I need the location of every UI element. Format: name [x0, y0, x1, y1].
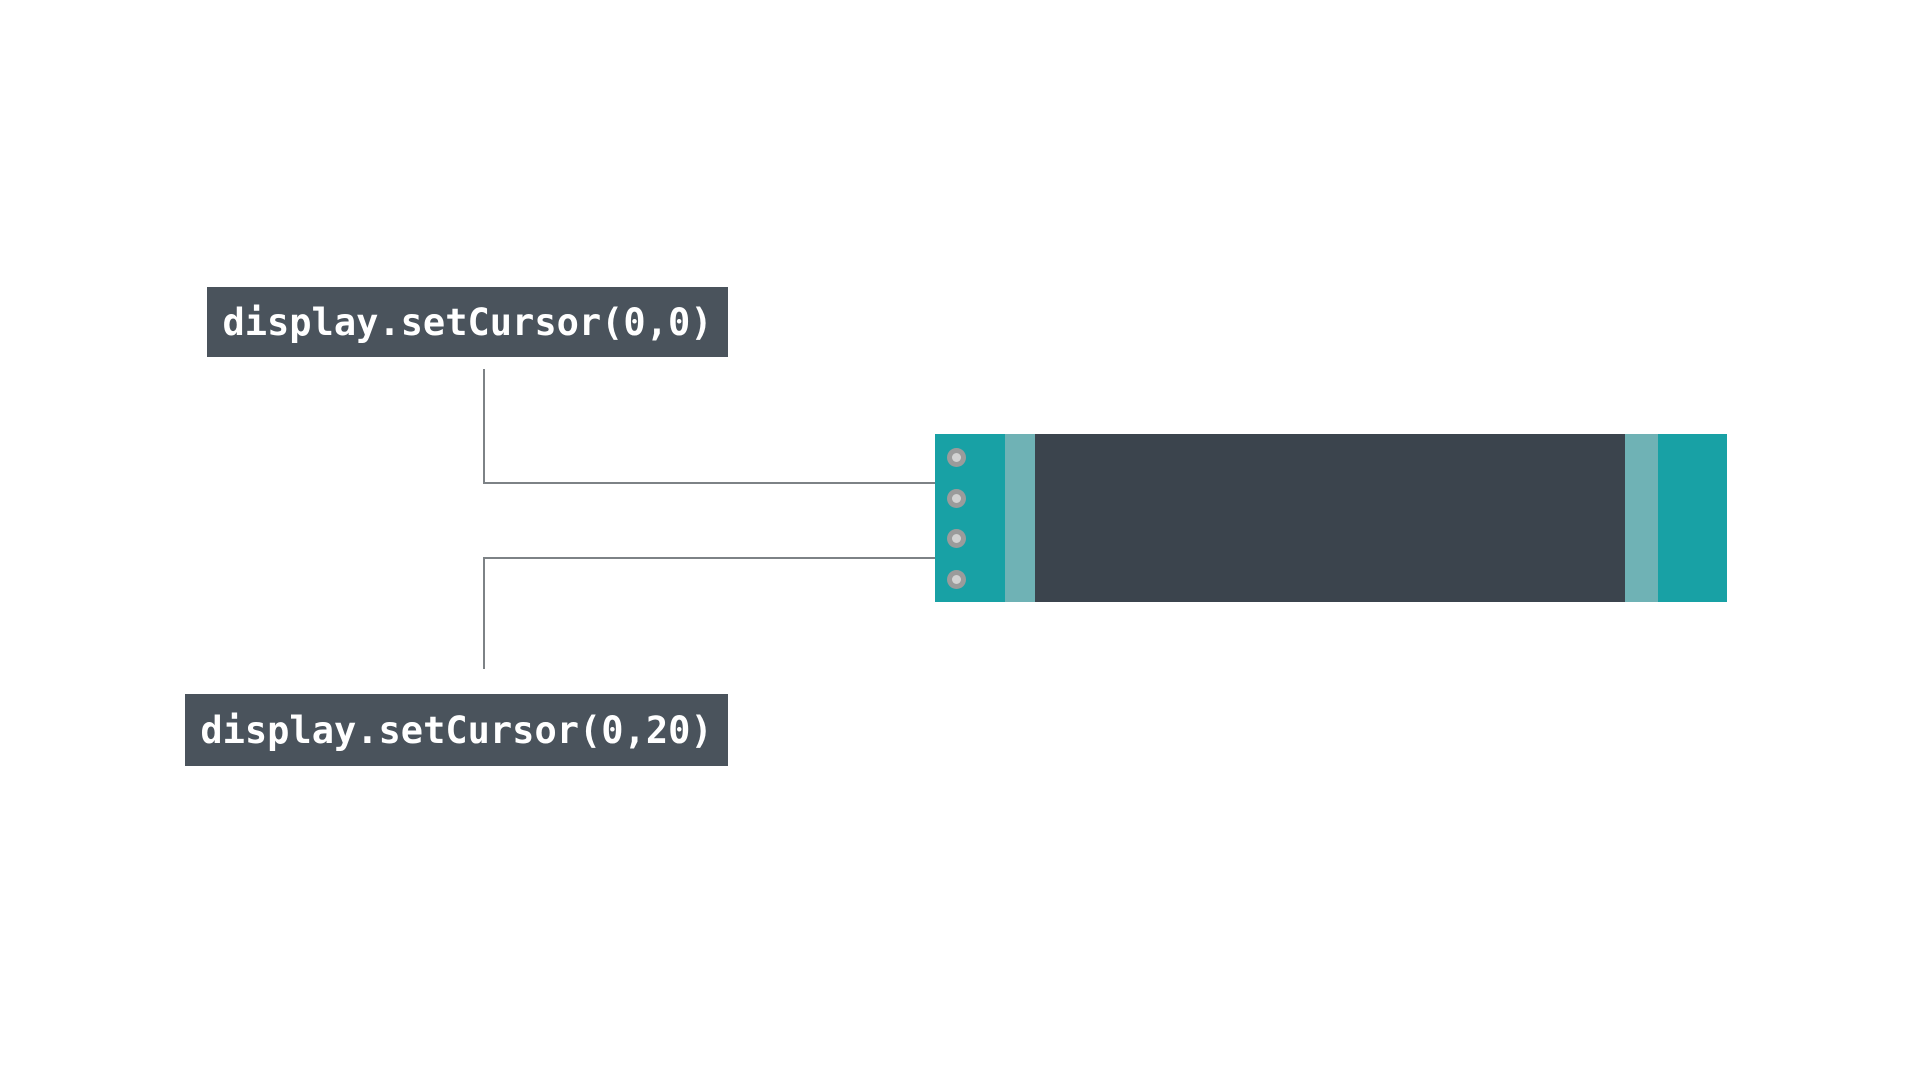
- pin-icon: [947, 448, 966, 467]
- module-pin-strip: [935, 434, 1005, 602]
- pin-hole-icon: [952, 494, 961, 503]
- module-board-edge-right: [1658, 434, 1727, 602]
- module-inner-bezel-left: [1005, 434, 1035, 602]
- code-label-text: display.setCursor(0,20): [200, 708, 713, 752]
- pin-icon: [947, 570, 966, 589]
- screen-text-block: 03/11/2020 09:36:00: [1072, 445, 1493, 1045]
- code-label-setcursor-0-0: display.setCursor(0,0): [207, 287, 728, 357]
- code-label-text: display.setCursor(0,0): [222, 300, 713, 344]
- module-inner-bezel-right: [1625, 434, 1658, 602]
- connector-top-horizontal: [483, 482, 1058, 484]
- pin-icon: [947, 489, 966, 508]
- code-label-setcursor-0-20: display.setCursor(0,20): [185, 694, 728, 766]
- connector-bottom-vertical: [483, 559, 485, 669]
- connector-bottom-horizontal: [483, 557, 1058, 559]
- oled-screen: 03/11/2020 09:36:00: [1035, 434, 1625, 895]
- oled-display-module: 03/11/2020 09:36:00: [935, 434, 1727, 895]
- pin-icon: [947, 529, 966, 548]
- pin-hole-icon: [952, 575, 961, 584]
- display-line-time: 09:36:00: [1072, 816, 1410, 898]
- pin-hole-icon: [952, 534, 961, 543]
- display-line-date: 03/11/2020: [1072, 591, 1494, 673]
- connector-top-vertical: [483, 369, 485, 484]
- pin-hole-icon: [952, 453, 961, 462]
